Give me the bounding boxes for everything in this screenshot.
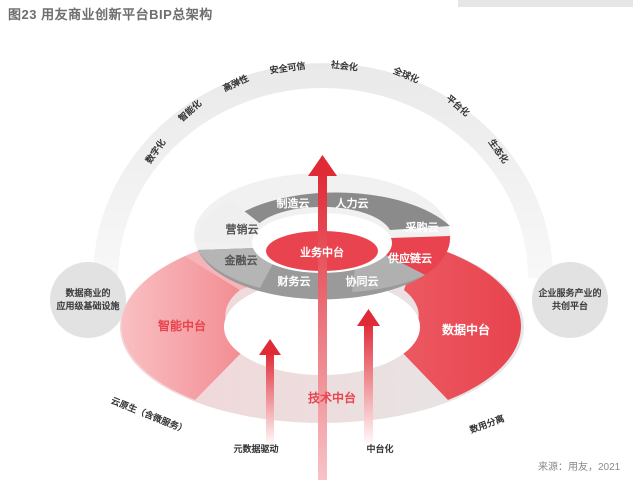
segment-smart-middle-office (121, 256, 248, 400)
left-arrow (259, 339, 281, 447)
segment-banking-cloud: 金融云 (224, 253, 258, 267)
source-note: 来源：用友，2021 (538, 462, 621, 473)
segment-procurement-cloud: 采购云 (405, 220, 439, 234)
label-cloud-native: 云原生（含微服务） (110, 394, 189, 435)
right-arrow (357, 309, 380, 447)
segment-manufacturing-cloud: 制造云 (277, 196, 310, 210)
label-data-driven: 元数据驱动 (233, 443, 278, 454)
label-data-use-separation: 数用分离 (468, 412, 506, 435)
center-arrow (308, 155, 337, 480)
label-middle-office: 中台化 (366, 443, 393, 454)
label-tech-middle-office: 技术中台 (308, 390, 356, 405)
header-bar (458, 0, 633, 7)
segment-hr-cloud: 人力云 (336, 196, 369, 210)
left-bubble-line-1: 数据商业的 (65, 287, 110, 298)
right-bubble-line-2: 共创平台 (552, 300, 588, 311)
segment-finance-cloud: 财务云 (277, 274, 311, 288)
figure-title: 图23 用友商业创新平台BIP总架构 (8, 7, 213, 22)
right-bubble-line-1: 企业服务产业的 (537, 287, 601, 298)
outer-arc-band (93, 63, 553, 278)
label-smart-middle-office: 智能中台 (157, 318, 206, 333)
arc-label-socialization: 社会化 (329, 58, 358, 72)
top-ring-center-label: 业务中台 (300, 245, 344, 259)
segment-supply-chain-cloud: 供应链云 (387, 251, 432, 265)
bottom-ring (120, 230, 524, 423)
segment-marketing-cloud: 营销云 (226, 222, 259, 236)
left-bubble-line-2: 应用级基础设施 (56, 300, 119, 311)
left-bubble: 数据商业的 应用级基础设施 (50, 262, 126, 338)
arc-label-security: 安全可信 (269, 60, 306, 76)
label-data-middle-office: 数据中台 (442, 322, 490, 337)
right-bubble: 企业服务产业的 共创平台 (532, 262, 608, 338)
segment-data-middle-office (396, 243, 521, 400)
segment-collaboration-cloud: 协同云 (346, 274, 379, 288)
